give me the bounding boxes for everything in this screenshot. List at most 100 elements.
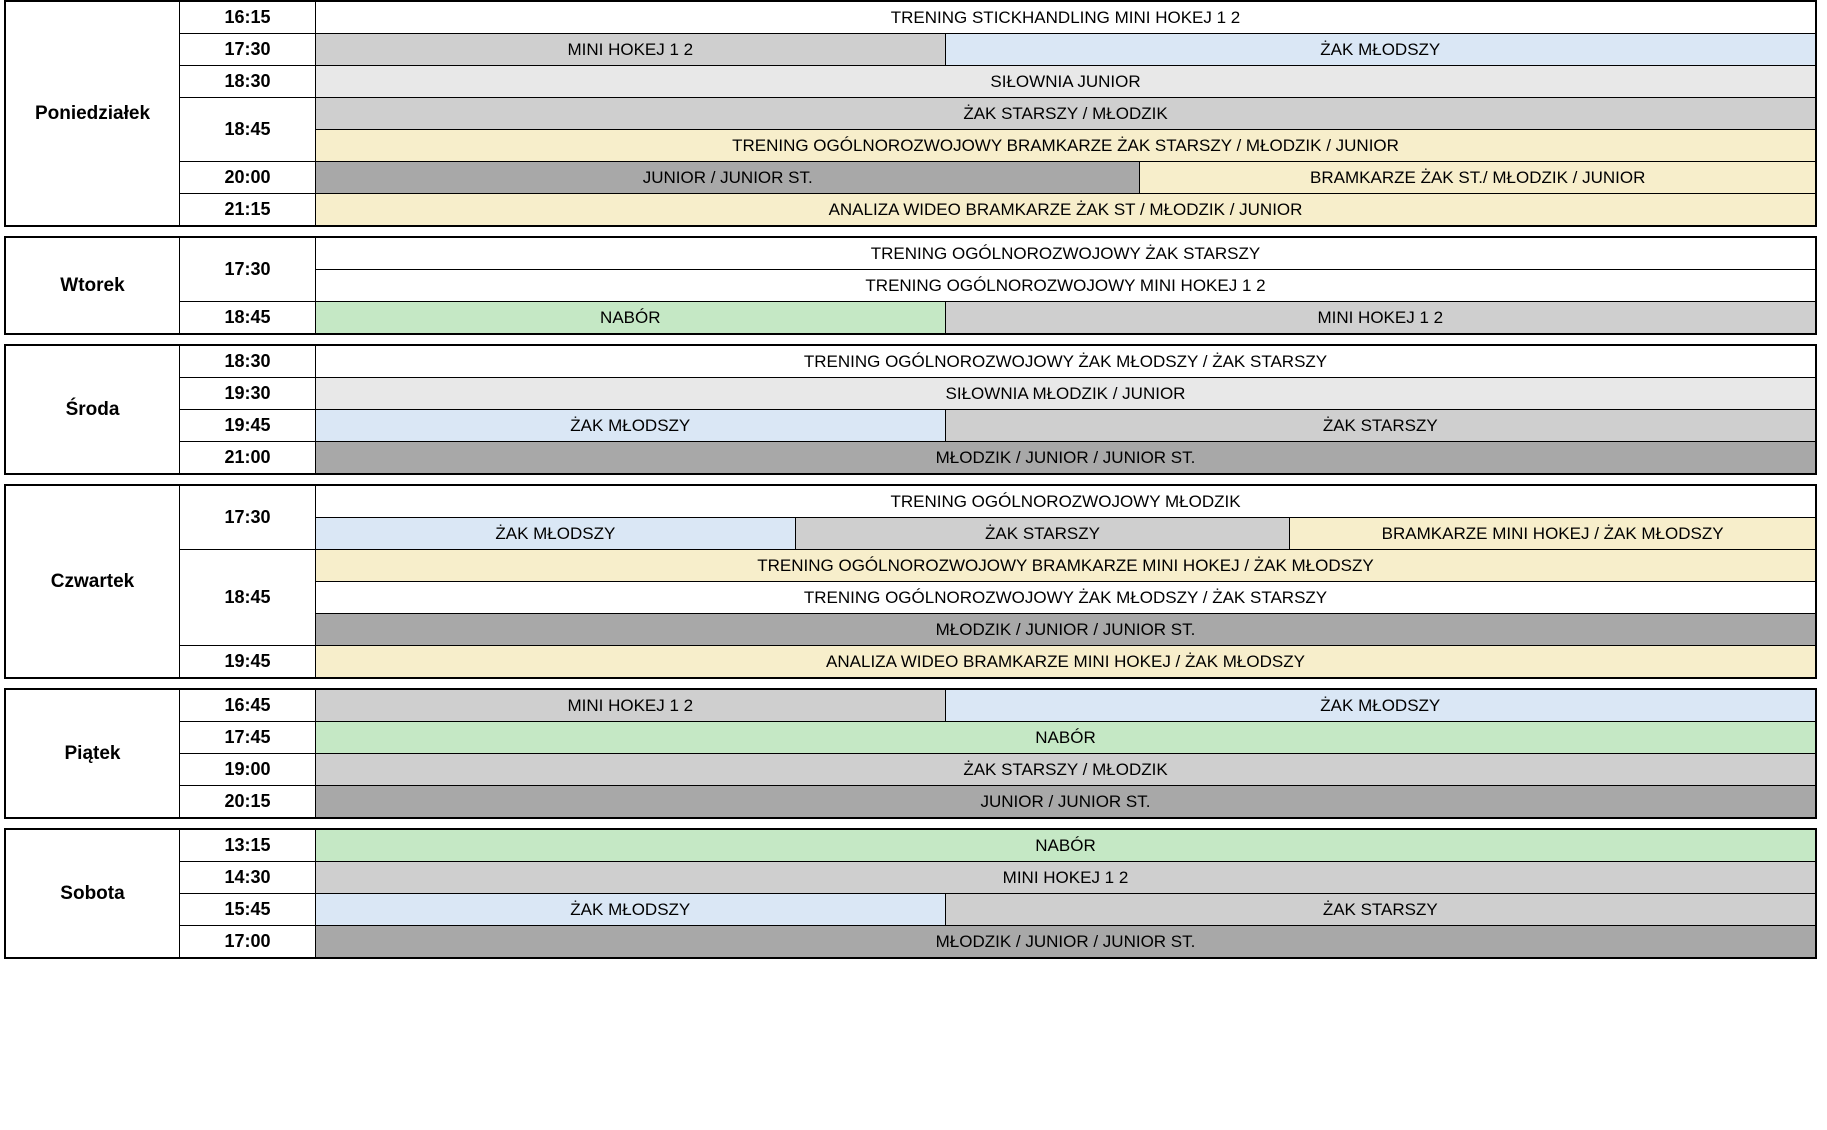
activity-line: TRENING OGÓLNOROZWOJOWY ŻAK MŁODSZY / ŻA… — [316, 582, 1815, 614]
activity-cell[interactable]: TRENING OGÓLNOROZWOJOWY MŁODZIK — [316, 486, 1815, 517]
activity-cell[interactable]: ŻAK MŁODSZY — [316, 894, 946, 925]
activity-stack: MŁODZIK / JUNIOR / JUNIOR ST. — [316, 926, 1815, 957]
activity-cell[interactable]: NABÓR — [316, 722, 1815, 753]
activity-stack: JUNIOR / JUNIOR ST.BRAMKARZE ŻAK ST./ MŁ… — [316, 162, 1815, 193]
time-cell: 17:30 — [180, 238, 316, 301]
activity-cell[interactable]: ŻAK MŁODSZY — [316, 518, 796, 549]
day-name-cell: Środa — [6, 346, 180, 473]
activity-line: TRENING STICKHANDLING MINI HOKEJ 1 2 — [316, 2, 1815, 33]
activity-cell[interactable]: ŻAK STARSZY — [945, 410, 1815, 441]
activity-cell[interactable]: TRENING OGÓLNOROZWOJOWY BRAMKARZE ŻAK ST… — [316, 130, 1815, 161]
activity-cell[interactable]: MINI HOKEJ 1 2 — [316, 862, 1815, 893]
time-cell: 20:15 — [180, 786, 316, 817]
activity-cell[interactable]: NABÓR — [316, 302, 946, 333]
activity-line: MŁODZIK / JUNIOR / JUNIOR ST. — [316, 926, 1815, 957]
activity-cell[interactable]: TRENING OGÓLNOROZWOJOWY MINI HOKEJ 1 2 — [316, 270, 1815, 301]
time-cell: 20:00 — [180, 162, 316, 193]
time-cell: 18:45 — [180, 98, 316, 161]
activity-line: TRENING OGÓLNOROZWOJOWY MŁODZIK — [316, 486, 1815, 518]
activity-cell[interactable]: TRENING OGÓLNOROZWOJOWY ŻAK STARSZY — [316, 238, 1815, 269]
time-cell: 15:45 — [180, 894, 316, 925]
activity-cell[interactable]: MŁODZIK / JUNIOR / JUNIOR ST. — [316, 926, 1815, 957]
activity-line: MŁODZIK / JUNIOR / JUNIOR ST. — [316, 614, 1815, 645]
activity-line: JUNIOR / JUNIOR ST.BRAMKARZE ŻAK ST./ MŁ… — [316, 162, 1815, 193]
activity-stack: ANALIZA WIDEO BRAMKARZE ŻAK ST / MŁODZIK… — [316, 194, 1815, 225]
time-cell: 19:00 — [180, 754, 316, 785]
activity-cell[interactable]: ŻAK MŁODSZY — [945, 34, 1815, 65]
activity-stack: MŁODZIK / JUNIOR / JUNIOR ST. — [316, 442, 1815, 473]
activity-cell[interactable]: TRENING OGÓLNOROZWOJOWY ŻAK MŁODSZY / ŻA… — [316, 346, 1815, 377]
activity-cell[interactable]: MŁODZIK / JUNIOR / JUNIOR ST. — [316, 442, 1815, 473]
activity-cell[interactable]: ŻAK MŁODSZY — [316, 410, 946, 441]
activity-cell[interactable]: ANALIZA WIDEO BRAMKARZE MINI HOKEJ / ŻAK… — [316, 646, 1815, 677]
activity-cell[interactable]: MŁODZIK / JUNIOR / JUNIOR ST. — [316, 614, 1815, 645]
activity-cell[interactable]: ŻAK MŁODSZY — [945, 690, 1815, 721]
time-cell: 18:30 — [180, 346, 316, 377]
activity-cell[interactable]: TRENING OGÓLNOROZWOJOWY ŻAK MŁODSZY / ŻA… — [316, 582, 1815, 613]
activity-cell[interactable]: TRENING OGÓLNOROZWOJOWY BRAMKARZE MINI H… — [316, 550, 1815, 581]
activity-line: NABÓR — [316, 722, 1815, 753]
activity-cell[interactable]: MINI HOKEJ 1 2 — [945, 302, 1815, 333]
time-cell: 17:45 — [180, 722, 316, 753]
activity-line: ŻAK STARSZY / MŁODZIK — [316, 98, 1815, 130]
activity-cell[interactable]: SIŁOWNIA JUNIOR — [316, 66, 1815, 97]
activity-stack: MINI HOKEJ 1 2 — [316, 862, 1815, 893]
activity-line: NABÓR — [316, 830, 1815, 861]
day-name-cell: Sobota — [6, 830, 180, 957]
activity-line: JUNIOR / JUNIOR ST. — [316, 786, 1815, 817]
time-cell: 18:45 — [180, 550, 316, 645]
activity-cell[interactable]: BRAMKARZE ŻAK ST./ MŁODZIK / JUNIOR — [1140, 162, 1815, 193]
activity-cell[interactable]: ANALIZA WIDEO BRAMKARZE ŻAK ST / MŁODZIK… — [316, 194, 1815, 225]
activity-line: TRENING OGÓLNOROZWOJOWY ŻAK MŁODSZY / ŻA… — [316, 346, 1815, 377]
activity-line: MŁODZIK / JUNIOR / JUNIOR ST. — [316, 442, 1815, 473]
time-cell: 19:45 — [180, 410, 316, 441]
day-name-cell: Poniedziałek — [6, 2, 180, 225]
activity-cell[interactable]: ŻAK STARSZY / MŁODZIK — [316, 754, 1815, 785]
activity-cell[interactable]: JUNIOR / JUNIOR ST. — [316, 786, 1815, 817]
activity-cell[interactable]: BRAMKARZE MINI HOKEJ / ŻAK MŁODSZY — [1290, 518, 1815, 549]
activity-stack: ŻAK STARSZY / MŁODZIK — [316, 754, 1815, 785]
time-cell: 19:30 — [180, 378, 316, 409]
day-name-cell: Piątek — [6, 690, 180, 817]
time-cell: 18:45 — [180, 302, 316, 333]
activity-cell[interactable]: ŻAK STARSZY — [795, 518, 1291, 549]
activity-cell[interactable]: ŻAK STARSZY / MŁODZIK — [316, 98, 1815, 129]
activity-cell[interactable]: JUNIOR / JUNIOR ST. — [316, 162, 1141, 193]
activity-cell[interactable]: TRENING STICKHANDLING MINI HOKEJ 1 2 — [316, 2, 1815, 33]
activity-cell[interactable]: NABÓR — [316, 830, 1815, 861]
time-cell: 17:30 — [180, 486, 316, 549]
activity-line: TRENING OGÓLNOROZWOJOWY ŻAK STARSZY — [316, 238, 1815, 270]
activity-line: MINI HOKEJ 1 2 — [316, 862, 1815, 893]
activity-cell[interactable]: ŻAK STARSZY — [945, 894, 1815, 925]
time-cell: 21:00 — [180, 442, 316, 473]
activity-line: ANALIZA WIDEO BRAMKARZE MINI HOKEJ / ŻAK… — [316, 646, 1815, 677]
activity-stack: SIŁOWNIA JUNIOR — [316, 66, 1815, 97]
activity-cell[interactable]: MINI HOKEJ 1 2 — [316, 690, 946, 721]
activity-cell[interactable]: SIŁOWNIA MŁODZIK / JUNIOR — [316, 378, 1815, 409]
activity-cell[interactable]: MINI HOKEJ 1 2 — [316, 34, 946, 65]
time-cell: 16:15 — [180, 2, 316, 33]
